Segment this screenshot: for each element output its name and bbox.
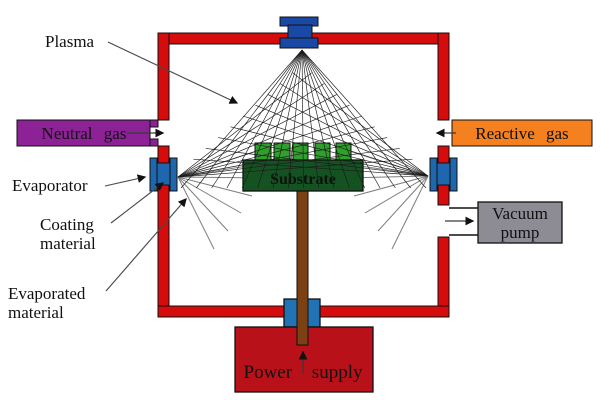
diagram-line xyxy=(257,49,303,189)
diagram-line xyxy=(255,104,429,177)
reactive-gas-inlet: Reactive gas xyxy=(435,119,593,147)
diagram-line xyxy=(280,83,429,177)
diagram-line xyxy=(177,115,363,178)
vacuum-pump-assembly: Vacuum pump xyxy=(445,201,563,244)
electrode-stem xyxy=(287,24,313,40)
right-evaporator xyxy=(429,157,458,192)
neutral-gas-port-tab xyxy=(149,119,159,128)
diagram-line xyxy=(301,49,304,189)
diagram-line xyxy=(353,175,429,197)
evaporated-material-label-line1: Evaporated xyxy=(8,284,86,303)
plasma-leader xyxy=(107,41,239,104)
left-evaporator-body xyxy=(156,162,172,186)
diagram-line xyxy=(177,158,413,178)
diagram-line xyxy=(177,83,325,178)
diagram-line xyxy=(267,94,429,177)
vacuum-pump-box xyxy=(477,201,563,244)
diagram-line xyxy=(177,104,350,178)
top-electrode xyxy=(279,16,319,49)
neutral-gas-inlet: Neutral gas xyxy=(16,119,165,147)
reactive-gas-label: Reactive gas xyxy=(475,124,568,143)
reactive-gas-box xyxy=(451,119,593,147)
substrate-label: Substrate xyxy=(270,171,336,188)
diagram-line xyxy=(230,126,429,177)
chamber-wall-left-upper xyxy=(157,32,170,121)
diagram-line xyxy=(218,137,429,177)
coating-material-leader xyxy=(110,182,165,224)
neutral-gas-label: Neutral gas xyxy=(42,124,127,143)
diagram-line xyxy=(301,49,335,189)
diagram-line xyxy=(177,176,215,250)
chamber-wall-right-lower xyxy=(437,236,450,317)
vacuum-pump-label-line2: pump xyxy=(501,223,540,242)
diagram-line xyxy=(177,148,400,178)
coating-material-label-line1: Coating xyxy=(40,215,94,234)
neutral-gas-port-tab xyxy=(149,138,159,147)
vacuum-pump-label-line1: Vacuum xyxy=(492,204,548,223)
power-supply-annotation: Power supply xyxy=(244,350,363,383)
diagram-line xyxy=(177,176,253,197)
callouts: Plasma Evaporator Coating material Evapo… xyxy=(8,32,239,322)
diagram-line xyxy=(364,175,429,214)
right-evaporator-inner-flange xyxy=(429,157,438,192)
diagram-line xyxy=(301,49,366,189)
right-evaporator-outer-flange xyxy=(449,157,458,192)
diagram-line xyxy=(292,72,429,177)
diagram-line xyxy=(205,148,429,177)
right-evaporator-body xyxy=(436,162,452,186)
diagram-line xyxy=(287,49,303,189)
chamber-wall-right-upper xyxy=(437,32,450,121)
diagram-line xyxy=(242,115,429,177)
left-evaporator-outer-flange xyxy=(149,157,158,192)
evaporated-material-label-line2: material xyxy=(8,303,64,322)
diagram-line xyxy=(301,49,396,189)
diagram-line xyxy=(177,176,242,214)
diagram-line xyxy=(391,175,429,250)
plasma-mesh xyxy=(177,49,429,189)
plasma-label: Plasma xyxy=(45,32,95,51)
diagram-line xyxy=(193,158,429,177)
evaporator-leader xyxy=(104,174,147,187)
diagram-line xyxy=(177,137,388,178)
diagram-line xyxy=(301,49,320,189)
diagram-line xyxy=(226,49,303,189)
diagram-line xyxy=(177,176,229,232)
evaporated-material-leader xyxy=(105,198,187,292)
electrode-bottom-flange xyxy=(279,37,319,49)
diagram-line xyxy=(301,49,411,189)
diagram-line xyxy=(301,49,427,189)
coating-material-label-line2: material xyxy=(40,234,96,253)
left-evaporator-inner-flange xyxy=(169,157,178,192)
diagram-line xyxy=(377,175,429,232)
diagram-line xyxy=(177,126,375,178)
evaporator-label: Evaporator xyxy=(12,176,88,195)
diagram-line xyxy=(241,49,303,189)
diagram-line xyxy=(211,49,303,189)
substrate-holder-rod xyxy=(296,189,309,346)
diagram-line xyxy=(177,94,337,178)
